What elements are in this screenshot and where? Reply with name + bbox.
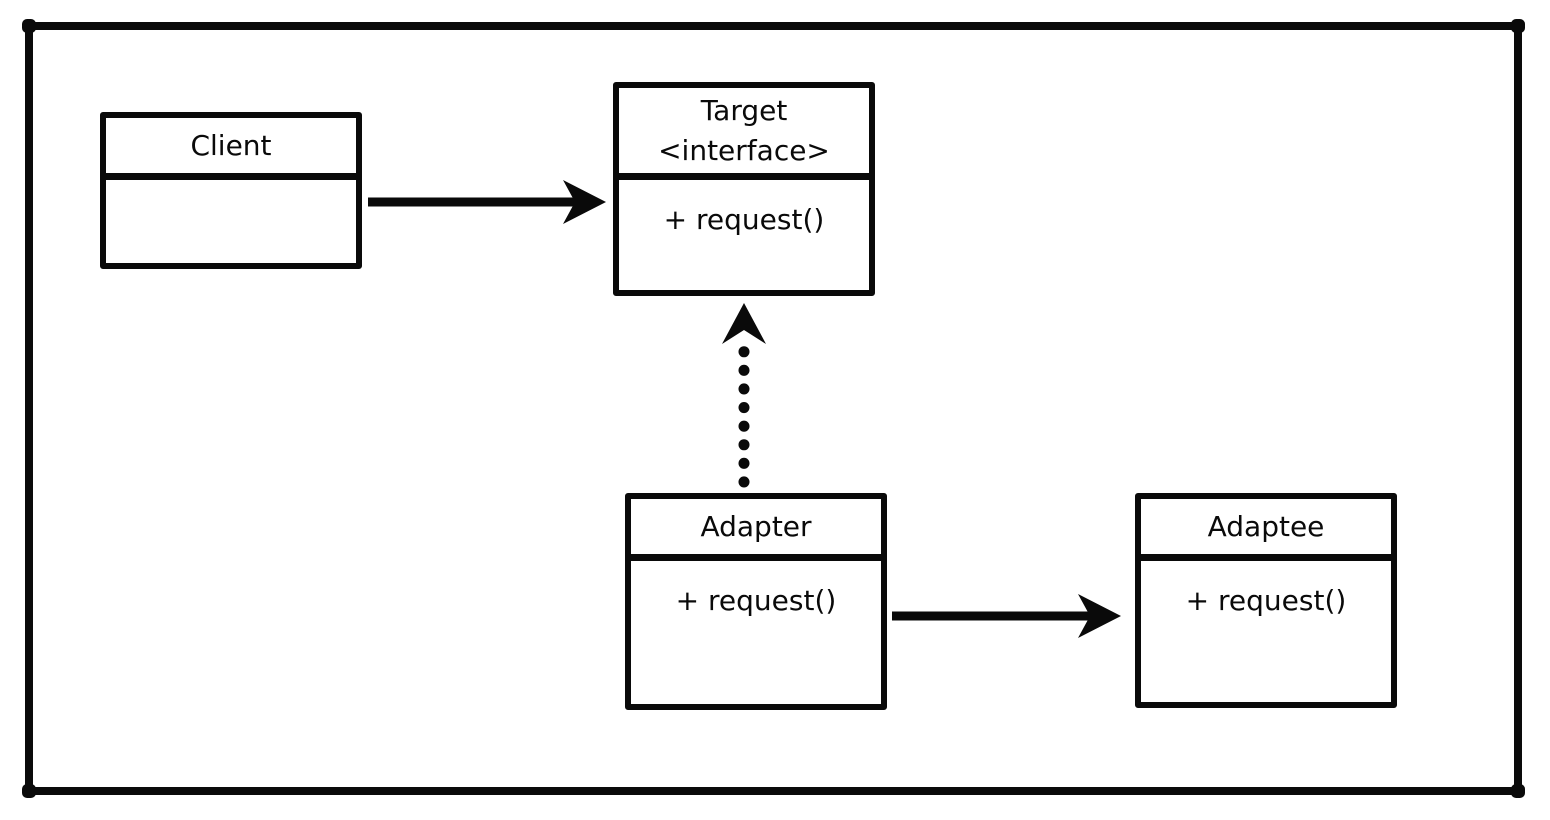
method-label-adaptee: + request() bbox=[1185, 584, 1347, 617]
class-stereotype-target: <interface> bbox=[658, 133, 830, 167]
class-name-client: Client bbox=[190, 128, 272, 162]
class-box-adapter: Adapter + request() bbox=[625, 493, 887, 710]
class-title-adapter: Adapter bbox=[631, 499, 881, 561]
class-name-target: Target bbox=[700, 93, 788, 127]
class-box-client: Client bbox=[100, 112, 362, 269]
method-label-target: + request() bbox=[663, 203, 825, 236]
method-label-adapter: + request() bbox=[675, 584, 837, 617]
class-box-target: Target <interface> + request() bbox=[613, 82, 875, 296]
class-body-adaptee: + request() bbox=[1141, 561, 1391, 617]
frame-corner-bottom-right bbox=[1511, 784, 1525, 798]
diagram-border bbox=[25, 22, 1522, 795]
class-title-target: Target <interface> bbox=[619, 88, 869, 180]
frame-corner-top-left bbox=[22, 19, 36, 33]
class-title-client: Client bbox=[106, 118, 356, 180]
class-name-adaptee: Adaptee bbox=[1207, 509, 1325, 543]
class-body-client bbox=[106, 180, 356, 203]
class-title-adaptee: Adaptee bbox=[1141, 499, 1391, 561]
class-body-adapter: + request() bbox=[631, 561, 881, 617]
class-name-adapter: Adapter bbox=[700, 509, 812, 543]
class-body-target: + request() bbox=[619, 180, 869, 236]
frame-corner-bottom-left bbox=[22, 784, 36, 798]
frame-corner-top-right bbox=[1511, 19, 1525, 33]
class-box-adaptee: Adaptee + request() bbox=[1135, 493, 1397, 708]
